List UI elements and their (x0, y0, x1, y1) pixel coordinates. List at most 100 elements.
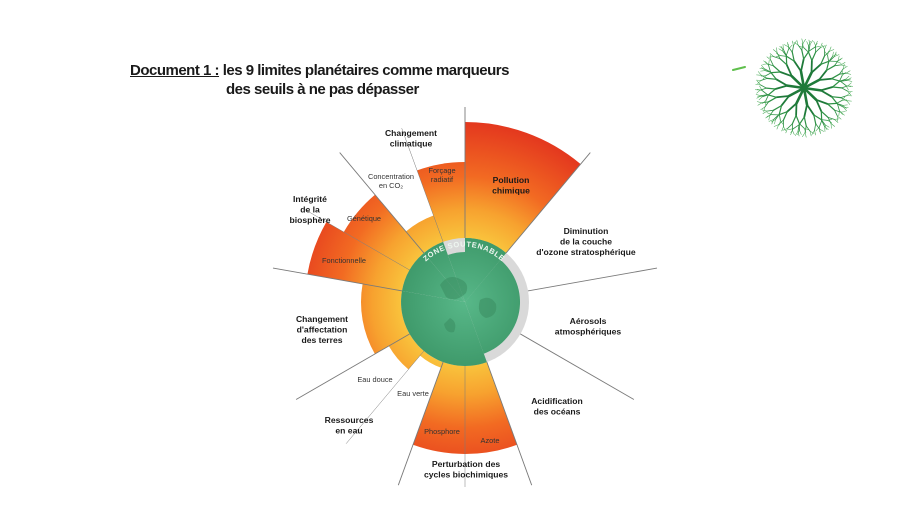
tree-branch (760, 84, 767, 89)
tree-branch (818, 69, 828, 81)
tree-branch (765, 72, 772, 77)
tree-branch (838, 75, 843, 82)
tree-branch (803, 127, 807, 133)
tree-branch (837, 115, 842, 120)
tree-branch (774, 119, 776, 125)
sublabel-functional: Fonctionnelle (322, 256, 366, 265)
title-line-1: Document 1 : les 9 limites planétaires c… (130, 62, 550, 79)
label-chemical-pollution-line: chimique (492, 186, 530, 196)
tree-branch (762, 100, 767, 104)
tree-branch (782, 111, 788, 121)
tree-branch (785, 63, 793, 78)
tree-branch (842, 64, 845, 70)
tree-branch (830, 78, 842, 82)
tree-branch (798, 123, 805, 129)
tree-branch (760, 106, 766, 110)
tree-branch (804, 132, 807, 138)
label-land-system-change-line: des terres (301, 335, 342, 345)
tree-branch (809, 130, 815, 134)
tree-branch (756, 89, 761, 94)
tree-branch (779, 55, 788, 57)
sublabel-co2-concentration-line: en CO₂ (379, 181, 403, 190)
tree-branch (840, 62, 846, 66)
tree-branch (801, 38, 804, 44)
tree-branch (827, 55, 830, 63)
tree-branch (775, 55, 781, 58)
document-title: Document 1 : les 9 limites planétaires c… (130, 62, 550, 98)
tree-branch (818, 77, 833, 81)
tree-branch (828, 56, 833, 63)
tree-branch (770, 71, 781, 74)
tree-branch (813, 41, 816, 46)
tree-branch (798, 116, 805, 126)
tree-branch (756, 101, 763, 104)
tree-branch (806, 41, 809, 47)
tree-branch (827, 120, 832, 124)
tree-branch (782, 48, 787, 56)
tree-branch (825, 61, 830, 72)
tree-branch (803, 116, 807, 127)
tree-branch (780, 120, 784, 125)
tree-branch (815, 47, 821, 53)
tree-branch (786, 55, 795, 62)
tree-branch (834, 109, 838, 117)
tree-branch (761, 67, 766, 71)
tree-leaf-mark (732, 66, 746, 71)
tree-branch (778, 104, 783, 115)
tree-branch (827, 116, 835, 120)
tree-branch (840, 111, 846, 113)
tree-branch (802, 78, 821, 90)
tree-branch (805, 125, 811, 132)
tree-branch (768, 64, 771, 73)
tree-branch (782, 128, 788, 131)
tree-branch (768, 115, 771, 121)
tree-branch (811, 130, 815, 135)
tree-branch (769, 53, 774, 57)
tree-branch (846, 77, 852, 81)
tree-branch (766, 77, 777, 80)
title-prefix: Document 1 : (130, 62, 220, 79)
tree-branch (815, 98, 823, 113)
tree-branch (840, 80, 847, 86)
tree-branch (779, 71, 793, 78)
tree-branch (841, 96, 846, 101)
label-ozone-depletion-line: d'ozone stratosphérique (536, 247, 636, 257)
sublabel-radiative-forcing-line: Forçage (428, 166, 455, 175)
tree-branch (808, 41, 811, 47)
tree-branch (758, 96, 763, 101)
title-line-2: des seuils à ne pas dépasser (226, 81, 419, 98)
tree-branch (768, 119, 774, 122)
tree-branch (837, 57, 843, 61)
tree-branch (787, 86, 806, 98)
tree-branch (824, 51, 828, 56)
tree-branch (757, 71, 762, 76)
tree-branch (838, 68, 844, 75)
tree-branch (819, 128, 821, 134)
safe-zone-fill (465, 238, 507, 302)
tree-branch (785, 48, 790, 56)
sublabel-genetic: Génétique (347, 214, 381, 223)
tree-branch (842, 104, 848, 106)
tree-branch (832, 51, 834, 57)
tree-branch (793, 60, 802, 73)
tree-branch (808, 39, 811, 45)
tree-branch (801, 49, 805, 60)
tree-branch (843, 106, 847, 112)
tree-branch (841, 87, 848, 92)
tree-branch (820, 119, 829, 121)
tree-branch (831, 86, 843, 89)
tree-branch (834, 119, 839, 123)
tree-branch (799, 70, 806, 90)
tree-branch (847, 82, 852, 87)
tree-branch (760, 75, 767, 77)
tree-branch (797, 129, 800, 135)
tree-branch (814, 123, 817, 131)
tree-branch (827, 102, 838, 105)
tree-branch (769, 71, 777, 80)
tree-branch (784, 44, 789, 48)
tree-branch (834, 109, 842, 113)
tree-branch (772, 104, 783, 111)
tree-branch (791, 114, 797, 125)
